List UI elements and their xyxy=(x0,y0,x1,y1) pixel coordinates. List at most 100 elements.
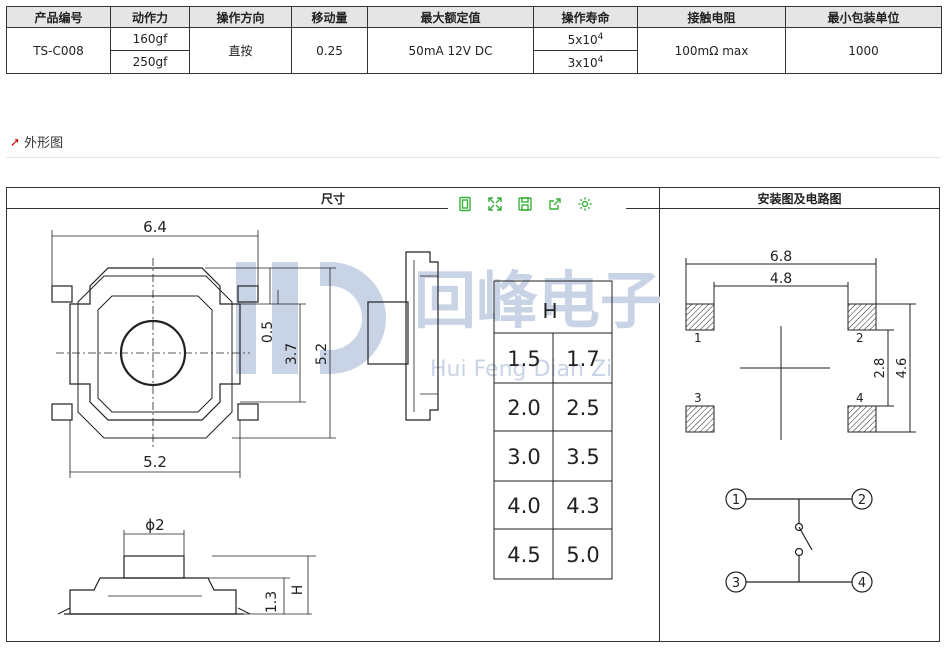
h-cell: 2.5 xyxy=(566,396,599,420)
h-cell: 4.3 xyxy=(566,494,599,518)
dim-height-label: 5.2 xyxy=(314,343,330,365)
pad-2 xyxy=(847,303,877,331)
switch-contact-bottom xyxy=(794,547,804,557)
cell-min-package: 1000 xyxy=(785,27,942,74)
h-table-values: 1.5 1.7 2.0 2.5 3.0 3.5 4.0 4.3 4.5 5.0 xyxy=(507,347,599,567)
spec-header-row: 产品编号 动作力 操作方向 移动量 最大额定值 操作寿命 接触电阻 最小包装单位 xyxy=(6,6,942,28)
section-divider xyxy=(6,157,941,158)
pcb-dim-v1: 2.8 xyxy=(873,358,888,379)
spec-table: 产品编号 动作力 操作方向 移动量 最大额定值 操作寿命 接触电阻 最小包装单位… xyxy=(6,6,942,74)
pcb-layout xyxy=(685,258,916,440)
cell-direction: 直按 xyxy=(189,27,292,74)
pcb-dim-outer: 6.8 xyxy=(770,249,792,265)
top-view-body xyxy=(69,267,241,421)
pad-label-1: 1 xyxy=(694,331,702,345)
section-arrow-icon: ➚ xyxy=(10,134,21,149)
cell-force-2: 250gf xyxy=(110,50,190,74)
pcb-dim-inner: 4.8 xyxy=(770,271,792,287)
gear-icon[interactable] xyxy=(576,195,594,213)
life-2-exp: 4 xyxy=(597,54,604,65)
pad-3 xyxy=(685,405,715,433)
drawing-panel-title: 尺寸 xyxy=(320,192,345,206)
watermark: 回峰电子 Hui Feng Dian Zi xyxy=(236,262,662,382)
switch-contact-top xyxy=(794,522,804,532)
circuit-label-3: 3 xyxy=(732,576,740,591)
top-view xyxy=(51,258,259,450)
watermark-cn: 回峰电子 xyxy=(414,264,662,337)
bottom-side-view xyxy=(57,555,251,615)
layout-panel-title: 安装图及电路图 xyxy=(757,192,842,206)
side-view xyxy=(367,251,439,421)
life-1-base: 5x10 xyxy=(567,32,598,47)
h-cell: 4.5 xyxy=(507,543,540,567)
dim-inner-label: 3.7 xyxy=(284,343,300,365)
top-view-inner xyxy=(97,295,213,413)
pad-1 xyxy=(685,303,715,331)
circuit-labels: 1 2 3 4 xyxy=(732,493,866,591)
h-cell: 3.5 xyxy=(566,445,599,469)
dim-h-label: H xyxy=(290,585,306,596)
side-view-plunger xyxy=(367,301,409,365)
bottom-plunger xyxy=(123,555,185,579)
h-table-header: H xyxy=(542,299,557,323)
circuit-label-1: 1 xyxy=(732,493,740,508)
spec-row-2: 250gf 3x104 xyxy=(7,50,942,74)
dim-body-label: 5.2 xyxy=(143,453,167,471)
cell-life-2: 3x104 xyxy=(533,50,638,74)
pad-labels: 1 2 3 4 xyxy=(694,331,864,405)
spec-row: TS-C008 160gf 直按 0.25 50mA 12V DC 5x104 … xyxy=(6,27,942,74)
watermark-logo-bar xyxy=(236,262,256,374)
bottom-view-dimensions xyxy=(123,530,316,615)
cell-product-code: TS-C008 xyxy=(6,27,111,74)
h-table xyxy=(493,280,613,580)
top-right-lead xyxy=(237,285,259,303)
header-max-rating: 最大额定值 xyxy=(367,6,534,28)
save-icon[interactable] xyxy=(516,195,534,213)
circuit-label-2: 2 xyxy=(858,493,866,508)
dim-offset-label: 0.5 xyxy=(260,321,276,343)
h-cell: 3.0 xyxy=(507,445,540,469)
h-cell: 1.5 xyxy=(507,347,540,371)
cell-life-1: 5x104 xyxy=(533,27,638,51)
h-cell: 1.7 xyxy=(566,347,599,371)
pad-label-4: 4 xyxy=(856,391,864,405)
side-view-body xyxy=(405,251,439,421)
header-life: 操作寿命 xyxy=(533,6,638,28)
image-toolbar xyxy=(448,194,626,214)
pad-label-3: 3 xyxy=(694,391,702,405)
circuit-diagram xyxy=(725,488,873,593)
header-direction: 操作方向 xyxy=(189,6,292,28)
dim-width-label: 6.4 xyxy=(143,218,167,236)
frame-column-divider xyxy=(659,188,660,641)
page-icon[interactable] xyxy=(456,195,474,213)
life-2-base: 3x10 xyxy=(567,55,598,70)
header-force: 动作力 xyxy=(110,6,190,28)
watermark-en: Hui Feng Dian Zi xyxy=(430,357,612,382)
section-heading: ➚ 外形图 xyxy=(10,132,64,152)
dim-base-label: 1.3 xyxy=(264,591,280,613)
cell-max-rating: 50mA 12V DC xyxy=(367,27,534,74)
top-left-lead xyxy=(51,285,73,303)
expand-icon[interactable] xyxy=(486,195,504,213)
h-cell: 5.0 xyxy=(566,543,599,567)
h-cell: 4.0 xyxy=(507,494,540,518)
watermark-logo-shape xyxy=(272,262,386,374)
bottom-right-lead xyxy=(237,403,259,421)
section-title-text: 外形图 xyxy=(24,136,64,151)
switch-lever xyxy=(798,526,813,551)
pad-label-2: 2 xyxy=(856,331,864,345)
share-icon[interactable] xyxy=(546,195,564,213)
header-product-code: 产品编号 xyxy=(6,6,111,28)
pad-4 xyxy=(847,405,877,433)
circuit-label-4: 4 xyxy=(858,576,866,591)
pcb-dim-v2: 4.6 xyxy=(895,358,910,379)
header-contact-resistance: 接触电阻 xyxy=(637,6,786,28)
top-view-frame xyxy=(77,275,233,439)
bottom-left-lead xyxy=(51,403,73,421)
h-cell: 2.0 xyxy=(507,396,540,420)
top-view-dimensions xyxy=(51,230,336,478)
life-1-exp: 4 xyxy=(597,31,604,42)
cell-travel: 0.25 xyxy=(291,27,368,74)
dim-phi-label: ϕ2 xyxy=(145,516,164,534)
